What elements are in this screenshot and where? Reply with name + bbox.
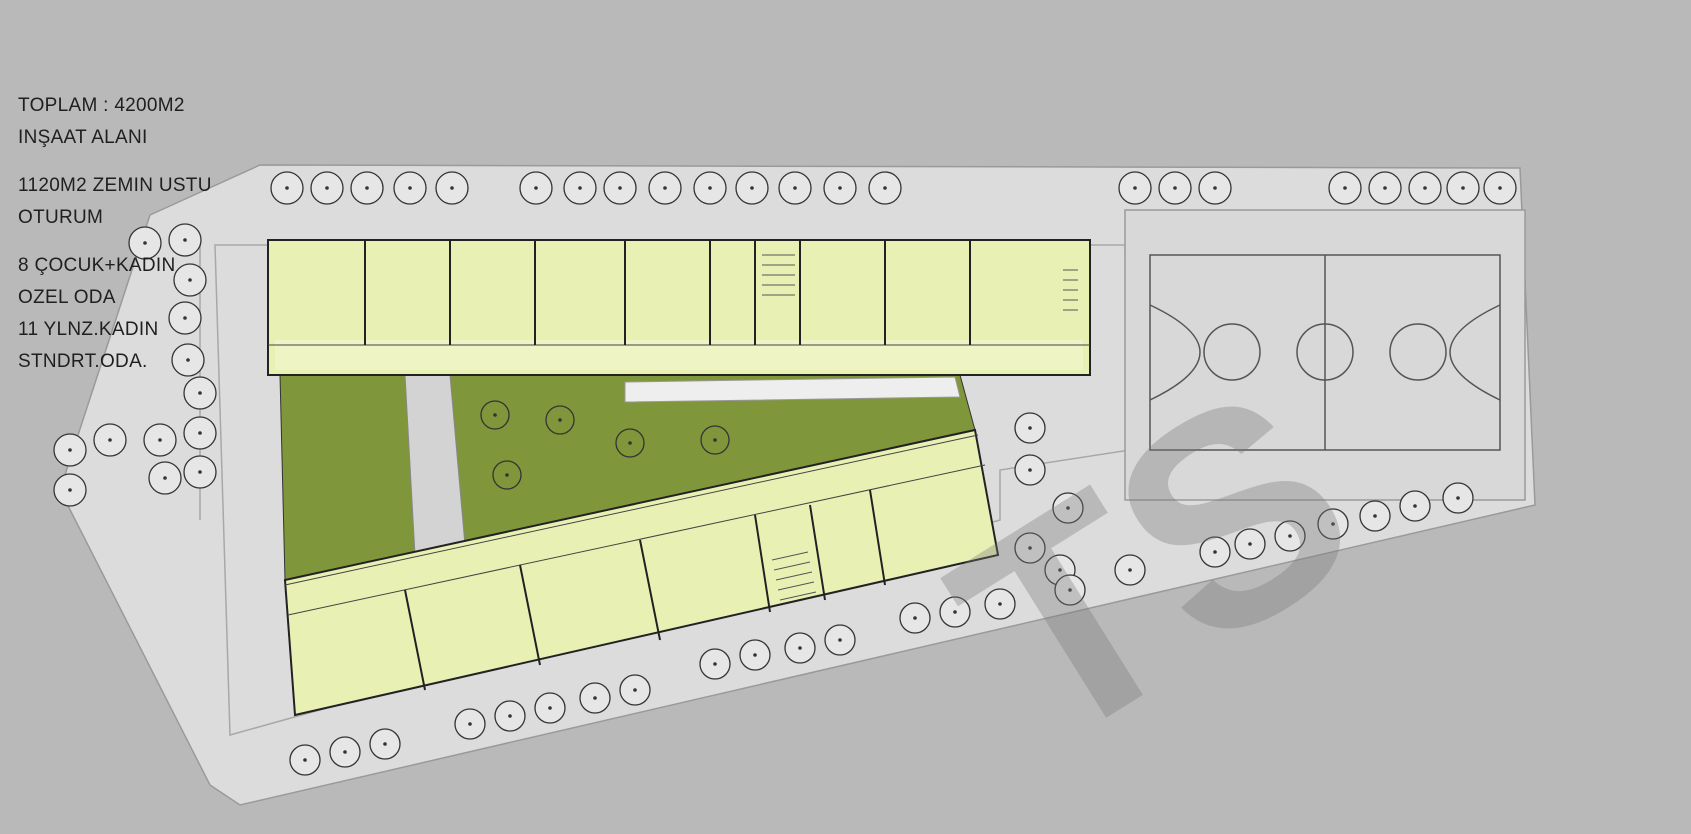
tree-center-dot [183, 238, 187, 242]
tree-center-dot [1173, 186, 1177, 190]
tree-center-dot [493, 413, 497, 417]
tree-center-dot [183, 316, 187, 320]
tree-center-dot [838, 186, 842, 190]
tree-center-dot [713, 662, 717, 666]
tree-center-dot [408, 186, 412, 190]
tree-center-dot [343, 750, 347, 754]
note-rooms-standard: STNDRT.ODA. [18, 351, 148, 372]
tree-center-dot [578, 186, 582, 190]
note-rooms-women: 11 YLNZ.KADIN [18, 319, 159, 340]
tree-center-dot [558, 418, 562, 422]
tree-center-dot [1248, 542, 1252, 546]
tree-center-dot [108, 438, 112, 442]
project-notes: TOPLAM : 4200M2 INŞAAT ALANI 1120M2 ZEMI… [18, 90, 212, 378]
note-ground-area: 1120M2 ZEMIN USTU [18, 175, 212, 196]
tree-center-dot [1213, 186, 1217, 190]
tree-center-dot [1343, 186, 1347, 190]
north-wing-rooms [364, 240, 971, 345]
tree-center-dot [508, 714, 512, 718]
tree-center-dot [953, 610, 957, 614]
note-rooms-private: OZEL ODA [18, 287, 116, 308]
tree-center-dot [1373, 514, 1377, 518]
free-throw-circle-left [1203, 323, 1261, 381]
tree-center-dot [1413, 504, 1417, 508]
south-wing [283, 428, 1000, 717]
tree-center-dot [998, 602, 1002, 606]
tree-center-dot [163, 476, 167, 480]
tree-center-dot [68, 488, 72, 492]
tree-center-dot [663, 186, 667, 190]
tree-center-dot [1028, 468, 1032, 472]
tree-center-dot [450, 186, 454, 190]
tree-center-dot [883, 186, 887, 190]
south-wing-rooms [404, 489, 886, 691]
courtyard-pergola [624, 376, 961, 403]
tree-center-dot [1028, 426, 1032, 430]
tree-center-dot [1498, 186, 1502, 190]
tree-center-dot [1133, 186, 1137, 190]
tree-center-dot [1066, 506, 1070, 510]
tree-center-dot [534, 186, 538, 190]
tree-center-dot [198, 431, 202, 435]
center-circle [1296, 323, 1354, 381]
tree-center-dot [186, 358, 190, 362]
tree-center-dot [158, 438, 162, 442]
tree-center-dot [143, 241, 147, 245]
note-rooms-children: 8 ÇOCUK+KADIN [18, 255, 176, 276]
tree-center-dot [188, 278, 192, 282]
tree-center-dot [1461, 186, 1465, 190]
free-throw-circle-right [1389, 323, 1447, 381]
tree-center-dot [1213, 550, 1217, 554]
tree-center-dot [68, 448, 72, 452]
tree-center-dot [285, 186, 289, 190]
tree-center-dot [548, 706, 552, 710]
trees [53, 171, 1517, 776]
tree-center-dot [1331, 522, 1335, 526]
tree-center-dot [1288, 534, 1292, 538]
tree-center-dot [1058, 568, 1062, 572]
tree-center-dot [750, 186, 754, 190]
tree-center-dot [713, 438, 717, 442]
south-stair [771, 551, 817, 601]
tree-center-dot [325, 186, 329, 190]
tree-center-dot [913, 616, 917, 620]
tree-center-dot [468, 722, 472, 726]
tree-center-dot [198, 391, 202, 395]
tree-center-dot [198, 470, 202, 474]
note-ground-area-cont: OTURUM [18, 207, 104, 228]
tree-center-dot [798, 646, 802, 650]
tree-center-dot [618, 186, 622, 190]
tree-center-dot [1128, 568, 1132, 572]
tree-center-dot [1383, 186, 1387, 190]
note-construction-area: INŞAAT ALANI [18, 127, 148, 148]
tree-center-dot [1423, 186, 1427, 190]
north-stair [762, 254, 1078, 311]
tree-center-dot [753, 653, 757, 657]
note-total-area: TOPLAM : 4200M2 [18, 95, 185, 116]
tree-center-dot [365, 186, 369, 190]
tree-center-dot [505, 473, 509, 477]
tree-center-dot [793, 186, 797, 190]
tree-center-dot [1456, 496, 1460, 500]
tree-center-dot [303, 758, 307, 762]
tree-center-dot [633, 688, 637, 692]
tree-center-dot [708, 186, 712, 190]
tree-center-dot [1068, 588, 1072, 592]
tree-center-dot [838, 638, 842, 642]
tree-center-dot [593, 696, 597, 700]
tree-center-dot [383, 742, 387, 746]
tree-center-dot [628, 441, 632, 445]
tree-center-dot [1028, 546, 1032, 550]
